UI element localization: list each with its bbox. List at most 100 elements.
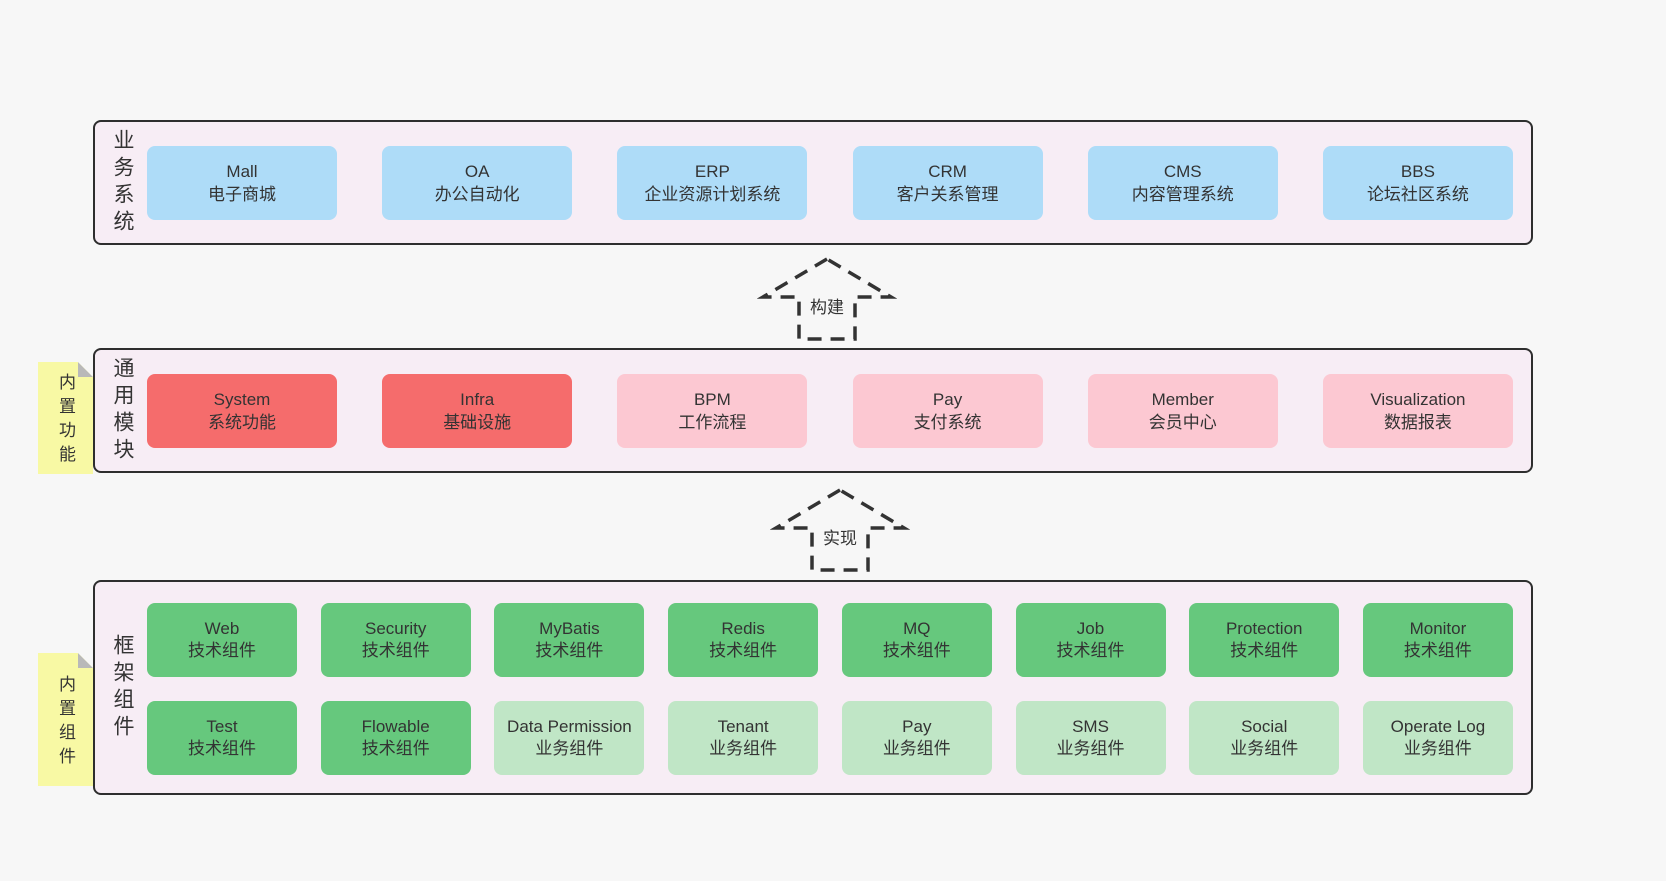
box-name: Social: [1241, 716, 1288, 736]
band-label-business-systems: 业务系统: [111, 128, 134, 237]
box-bbs: BBS 论坛社区系统: [1322, 145, 1513, 220]
arrow-implement: 实现: [770, 487, 910, 573]
box-name: CRM: [928, 161, 967, 181]
box-name: MyBatis: [539, 618, 600, 638]
modules-box-row: System 系统功能 Infra 基础设施 BPM 工作流程 Pay 支付系统…: [147, 350, 1513, 471]
box-desc: 业务组件: [1230, 739, 1299, 758]
box-flowable: Flowable 技术组件: [320, 701, 471, 775]
band-framework-components: 框架组件 Web 技术组件 Security 技术组件 MyBatis 技术组件…: [93, 580, 1533, 795]
box-name: Flowable: [361, 716, 430, 736]
box-name: Infra: [460, 389, 495, 409]
band-business-systems: 业务系统 Mall 电子商城 OA 办公自动化 ERP 企业资源计划系统 CRM…: [93, 120, 1533, 245]
box-desc: 电子商城: [208, 184, 276, 204]
box-name: Job: [1076, 618, 1105, 638]
box-system: System 系统功能: [147, 373, 337, 448]
box-desc: 技术组件: [1056, 641, 1125, 660]
box-desc: 办公自动化: [434, 184, 520, 204]
sticky-tag-builtin-components: 内置组件: [38, 653, 93, 786]
box-desc: 支付系统: [913, 412, 982, 432]
box-social: Social 业务组件: [1189, 701, 1340, 775]
arrow-build: 构建: [757, 256, 897, 342]
box-desc: 技术组件: [188, 739, 256, 758]
box-desc: 基础设施: [443, 412, 512, 432]
box-desc: 技术组件: [361, 739, 430, 758]
box-desc: 业务组件: [882, 739, 951, 758]
box-security: Security 技术组件: [320, 603, 471, 677]
box-name: Tenant: [717, 716, 769, 736]
box-desc: 数据报表: [1383, 412, 1452, 432]
box-cms: CMS 内容管理系统: [1087, 145, 1278, 220]
business-box-row: Mall 电子商城 OA 办公自动化 ERP 企业资源计划系统 CRM 客户关系…: [147, 122, 1513, 243]
box-redis: Redis 技术组件: [668, 603, 819, 677]
box-mybatis: MyBatis 技术组件: [494, 603, 645, 677]
box-desc: 技术组件: [188, 641, 256, 660]
box-name: Pay: [902, 716, 932, 736]
box-infra: Infra 基础设施: [382, 373, 573, 448]
box-name: BBS: [1400, 161, 1435, 181]
box-name: OA: [464, 161, 490, 181]
box-pay-component: Pay 业务组件: [841, 701, 992, 775]
box-name: Visualization: [1370, 389, 1466, 409]
box-desc: 技术组件: [535, 641, 604, 660]
box-protection: Protection 技术组件: [1189, 603, 1340, 677]
box-mq: MQ 技术组件: [841, 603, 992, 677]
box-sms: SMS 业务组件: [1015, 701, 1166, 775]
box-job: Job 技术组件: [1015, 603, 1166, 677]
folded-corner-icon: [78, 653, 93, 668]
box-name: Mall: [226, 161, 258, 181]
box-tenant: Tenant 业务组件: [668, 701, 819, 775]
box-desc: 技术组件: [1230, 641, 1299, 660]
box-erp: ERP 企业资源计划系统: [617, 145, 808, 220]
band-label-framework-components: 框架组件: [111, 633, 134, 742]
dashed-up-arrow-icon: [757, 256, 897, 341]
box-monitor: Monitor 技术组件: [1362, 603, 1513, 677]
box-data-permission: Data Permission 业务组件: [494, 701, 645, 775]
box-desc: 技术组件: [882, 641, 951, 660]
box-name: SMS: [1072, 716, 1109, 736]
box-name: Member: [1151, 389, 1214, 409]
box-desc: 技术组件: [709, 641, 778, 660]
box-name: Test: [206, 716, 238, 736]
box-desc: 技术组件: [1403, 641, 1472, 660]
sticky-tag-label: 内置功能: [56, 373, 75, 469]
box-desc: 论坛社区系统: [1366, 184, 1469, 204]
box-mall: Mall 电子商城: [147, 145, 337, 220]
box-name: System: [213, 389, 271, 409]
components-box-row-2: Test 技术组件 Flowable 技术组件 Data Permission …: [147, 701, 1513, 775]
arrow-implement-label: 实现: [819, 523, 861, 550]
box-name: CMS: [1163, 161, 1202, 181]
box-desc: 业务组件: [1056, 739, 1125, 758]
sticky-tag-label: 内置组件: [56, 674, 75, 771]
box-pay-module: Pay 支付系统: [852, 373, 1043, 448]
box-bpm: BPM 工作流程: [617, 373, 808, 448]
folded-corner-icon: [78, 362, 93, 377]
box-desc: 企业资源计划系统: [644, 184, 781, 204]
box-name: BPM: [693, 389, 731, 409]
box-desc: 业务组件: [535, 739, 604, 758]
box-desc: 会员中心: [1148, 412, 1217, 432]
dashed-up-arrow-icon: [770, 487, 910, 572]
components-box-row-1: Web 技术组件 Security 技术组件 MyBatis 技术组件 Redi…: [147, 603, 1513, 677]
sticky-tag-builtin-features: 内置功能: [38, 362, 93, 474]
box-crm: CRM 客户关系管理: [852, 145, 1043, 220]
band-label-common-modules: 通用模块: [111, 356, 134, 465]
box-name: Security: [364, 618, 427, 638]
box-name: Data Permission: [507, 716, 632, 736]
box-name: Protection: [1225, 618, 1303, 638]
box-oa: OA 办公自动化: [382, 145, 573, 220]
band-common-modules: 通用模块 System 系统功能 Infra 基础设施 BPM 工作流程 Pay…: [93, 348, 1533, 473]
box-desc: 业务组件: [709, 739, 778, 758]
box-desc: 系统功能: [208, 412, 276, 432]
box-name: MQ: [903, 618, 931, 638]
box-desc: 工作流程: [678, 412, 747, 432]
box-name: Pay: [932, 389, 963, 409]
box-web: Web 技术组件: [147, 603, 297, 677]
box-desc: 内容管理系统: [1131, 184, 1234, 204]
box-visualization: Visualization 数据报表: [1322, 373, 1513, 448]
box-desc: 技术组件: [361, 641, 430, 660]
box-name: ERP: [694, 161, 730, 181]
box-name: Monitor: [1409, 618, 1467, 638]
arrow-build-label: 构建: [806, 292, 848, 319]
box-test: Test 技术组件: [147, 701, 297, 775]
